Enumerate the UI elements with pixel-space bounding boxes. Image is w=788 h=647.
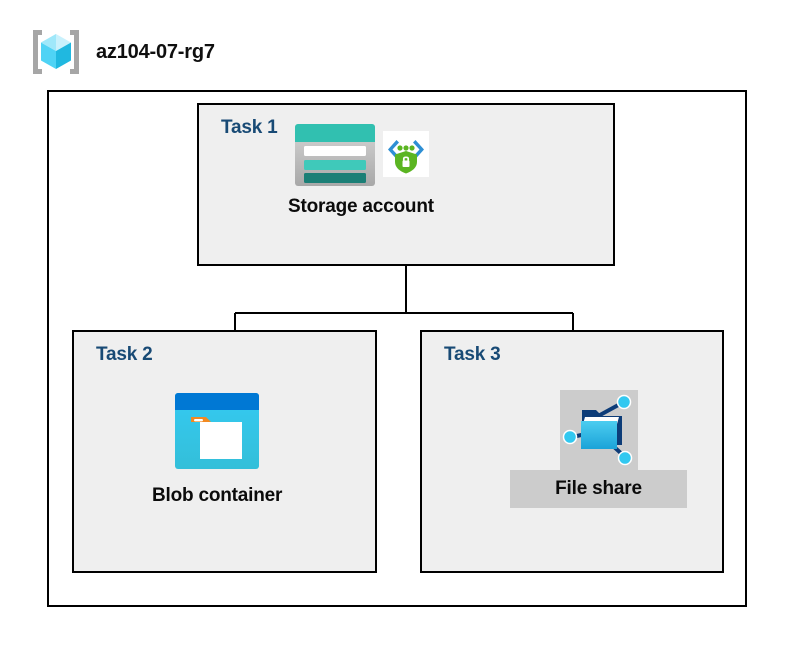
node-file-share[interactable]: File share	[510, 390, 687, 508]
task-box-2[interactable]: Task 2	[72, 330, 377, 573]
security-shield-icon	[382, 122, 429, 177]
file-share-caption-highlight: File share	[510, 470, 687, 508]
task-2-label: Task 2	[96, 344, 153, 365]
file-share-icon-highlight	[559, 390, 638, 470]
node-blob-container[interactable]: Blob container	[152, 391, 282, 507]
task-3-label: Task 3	[444, 344, 501, 365]
resource-group-header: az104-07-rg7	[30, 26, 215, 78]
file-share-icon	[562, 393, 636, 467]
task-box-1[interactable]: Task 1	[197, 103, 615, 266]
resource-group-name: az104-07-rg7	[96, 40, 215, 63]
node-storage-account[interactable]: Storage account	[288, 122, 434, 218]
blob-container-caption: Blob container	[152, 485, 283, 506]
resource-group-cube-icon	[30, 26, 82, 78]
file-share-caption: File share	[555, 478, 642, 499]
storage-icon-row	[293, 122, 429, 188]
blob-container-icon	[173, 391, 261, 485]
task-1-label: Task 1	[221, 117, 278, 138]
storage-account-caption: Storage account	[288, 196, 434, 217]
storage-account-icon	[293, 122, 377, 188]
